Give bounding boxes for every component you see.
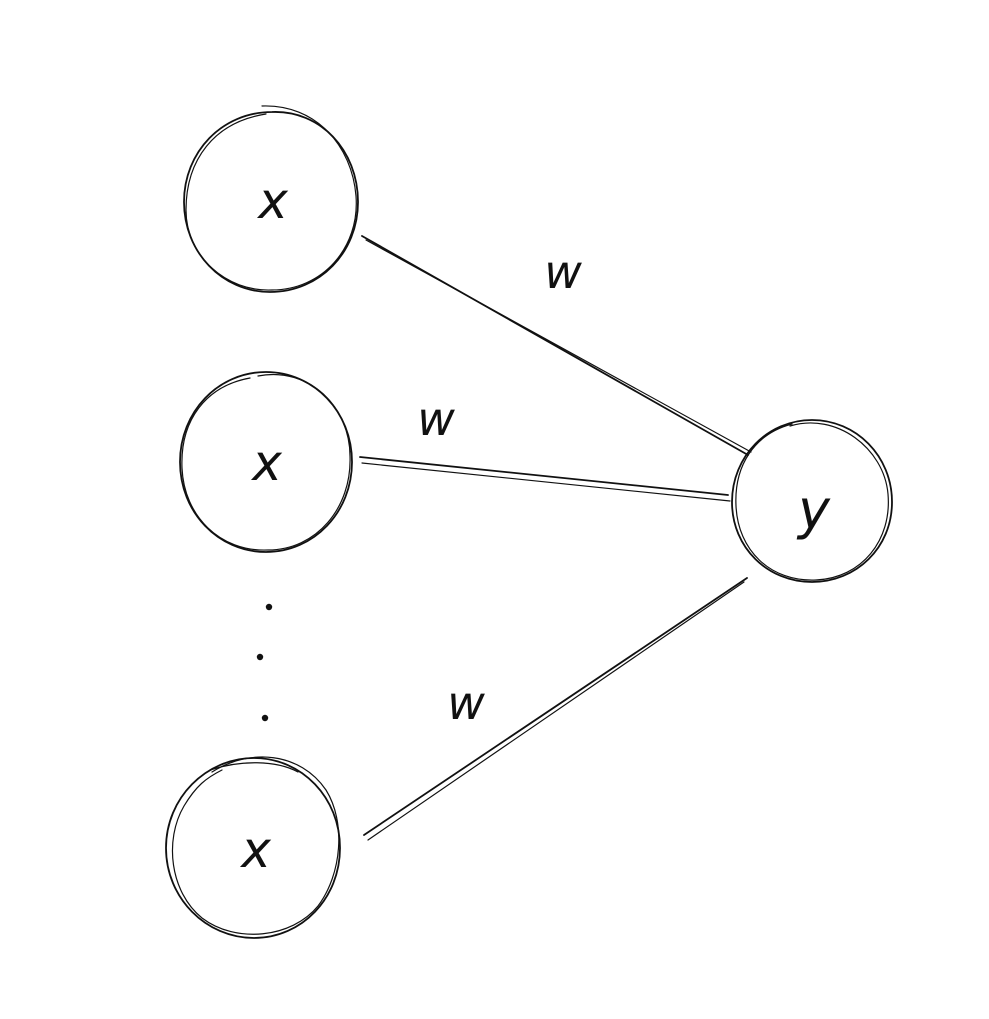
weight-labels: w w w (417, 245, 582, 730)
weight-label-edge-1: w (544, 245, 582, 299)
weight-label-edge-2: w (417, 392, 455, 446)
input-node-2-label: x (250, 434, 282, 492)
edge-input-n-to-output (363, 577, 748, 841)
input-node-n: x (165, 756, 341, 939)
input-layer: x x x (165, 105, 359, 939)
input-node-n-label: x (239, 821, 271, 879)
connection-edges (359, 235, 752, 841)
ellipsis-dot-3 (261, 714, 269, 722)
output-node-label: y (796, 479, 831, 542)
ellipsis-dots (256, 603, 273, 722)
output-layer: y (731, 419, 893, 583)
edge-input-1-to-output (361, 235, 752, 456)
weight-label-edge-n: w (447, 676, 485, 730)
ellipsis-dot-1 (265, 603, 273, 611)
input-node-2: x (179, 371, 353, 553)
input-node-1-label: x (256, 172, 288, 230)
output-node: y (731, 419, 893, 583)
input-node-1: x (183, 105, 359, 293)
ellipsis-dot-2 (256, 653, 264, 661)
edge-input-2-to-output (359, 456, 731, 502)
